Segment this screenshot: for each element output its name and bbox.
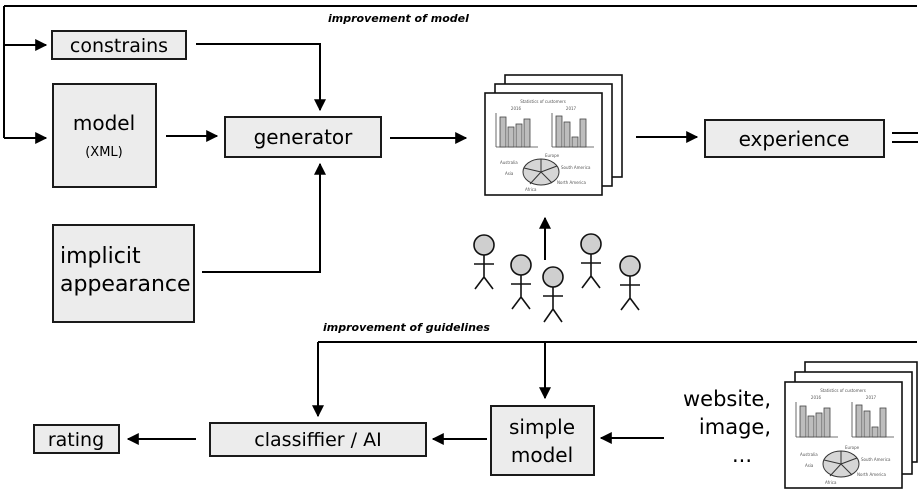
constrains-label: constrains [70, 35, 168, 57]
thumbnail-pie [522, 158, 560, 186]
pie-label-3: Asia [505, 171, 514, 176]
thumbnail-title: Statistics of customers [520, 99, 566, 104]
arrow-implicit-to-generator [202, 162, 326, 273]
bottom-thumbnail-year-left: 2016 [811, 395, 822, 400]
bottom-pie-label-2: South America [861, 457, 891, 462]
simple-model-label-line2: model [511, 443, 573, 467]
generator-label: generator [254, 125, 354, 149]
bottom-thumbnail-bars-left [795, 402, 838, 438]
classifier-box [209, 422, 427, 457]
thumbnail-bars-right [551, 113, 594, 148]
classifier-label: classiffier / AI [254, 429, 381, 451]
caption-improvement-of-guidelines: improvement of guidelines [323, 321, 490, 334]
arrow-constrains-to-generator [196, 43, 326, 112]
rating-box [33, 424, 120, 454]
bottom-pie-label-3: Asia [805, 463, 814, 468]
pie-label-0: Europe [545, 153, 560, 158]
constrains-box [51, 30, 187, 60]
feedback-loop-line [3, 5, 917, 138]
thumbnail-year-right: 2017 [566, 106, 577, 111]
input-website: website, [683, 387, 771, 411]
bottom-thumbnail-pie [822, 450, 860, 478]
thumbnail-year-left: 2016 [511, 106, 522, 111]
experience-continuation [892, 132, 918, 143]
generated-output-stack: Statistics of customers 2016 2017 [484, 74, 623, 196]
implicit-label-line1: implicit [60, 244, 141, 269]
experience-box [704, 119, 885, 158]
input-image: image, [699, 415, 771, 439]
person-icon [580, 233, 602, 289]
pie-label-5: Africa [525, 187, 537, 192]
bottom-thumbnail-bars-right [851, 402, 894, 438]
person-icon [542, 266, 564, 323]
person-icon [510, 254, 532, 310]
caption-improvement-of-model: improvement of model [328, 12, 469, 25]
input-ellipsis: ... [732, 443, 752, 467]
implicit-appearance-box [52, 224, 195, 323]
bottom-section: improvement of guidelines rating classif… [33, 321, 918, 489]
bottom-thumbnail-year-right: 2017 [866, 395, 877, 400]
simple-model-box [490, 405, 595, 476]
top-section: improvement of model constrains model (X… [3, 5, 918, 323]
simple-model-label-line1: simple [509, 415, 575, 439]
thumbnail-bars-left [495, 113, 538, 148]
bottom-thumbnail-title: Statistics of customers [820, 388, 866, 393]
pie-label-4: North America [557, 180, 587, 185]
rating-label: rating [48, 429, 104, 451]
bottom-pie-label-5: Africa [825, 480, 837, 485]
experience-label: experience [739, 127, 850, 151]
implicit-label-line2: appearance [60, 272, 191, 297]
bottom-pie-label-1: Australia [800, 452, 818, 457]
people-group [473, 216, 641, 323]
bottom-pie-label-4: North America [857, 472, 887, 477]
model-label: model [73, 111, 135, 135]
bottom-pie-label-0: Europe [845, 445, 860, 450]
input-examples-stack: Statistics of customers 2016 2017 [784, 361, 918, 489]
pie-label-1: Australia [500, 160, 518, 165]
person-icon [619, 255, 641, 311]
model-sub-label: (XML) [85, 145, 123, 160]
pie-label-2: South America [561, 165, 591, 170]
person-icon [473, 234, 495, 290]
generator-box [224, 116, 382, 158]
model-box [52, 83, 157, 188]
